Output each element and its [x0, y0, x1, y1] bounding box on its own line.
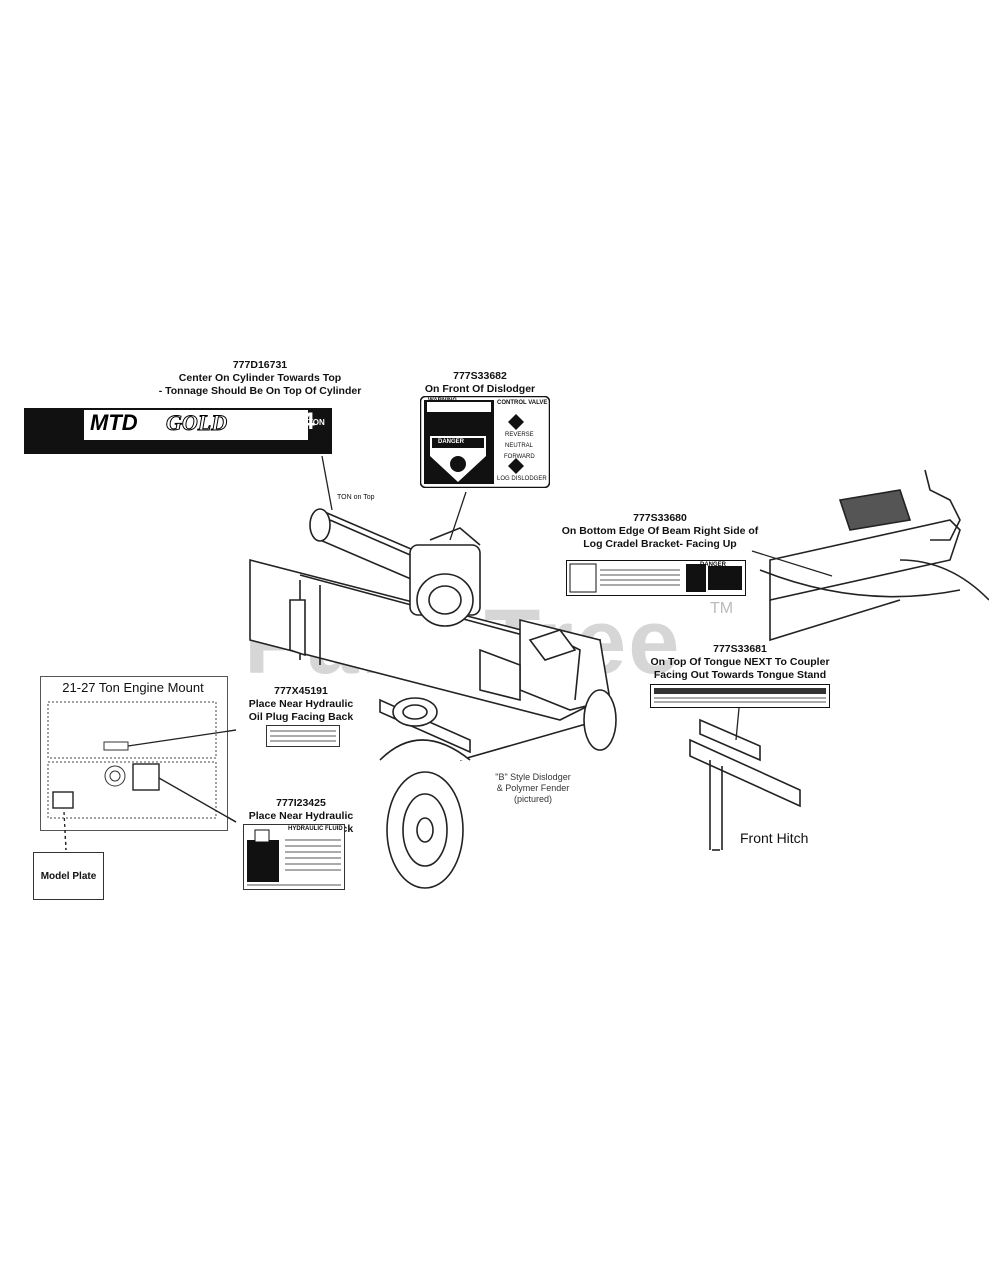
placement-note: Oil Plug Facing Back	[248, 711, 354, 723]
log-dislodger-label: LOG DISLODGER	[497, 476, 547, 482]
mtd-brand-text: MTD	[90, 410, 138, 435]
tongue-decal-callout: 777S33681 On Top Of Tongue NEXT To Coupl…	[630, 643, 850, 682]
hydraulic-small-decal	[266, 725, 340, 747]
part-number: 777S33680	[633, 512, 687, 524]
front-hitch-label: Front Hitch	[740, 830, 809, 846]
mtd-gold-decal	[24, 408, 332, 454]
neutral-label: NEUTRAL	[505, 443, 534, 449]
reverse-label: REVERSE	[505, 432, 534, 438]
beam-danger-label: DANGER	[700, 562, 727, 568]
engine-mount-title: 21-27 Ton Engine Mount	[62, 680, 204, 695]
placement-note: On Front Of Dislodger	[424, 383, 536, 395]
control-valve-label: CONTROL VALVE	[497, 400, 548, 406]
forward-label: FORWARD	[504, 454, 535, 460]
cylinder-ton-note: TON on Top	[337, 494, 375, 501]
part-number: 777X45191	[274, 685, 328, 697]
beam-safety-decal	[566, 560, 746, 596]
placement-note: Facing Out Towards Tongue Stand	[653, 669, 827, 681]
fender-note: "B" Style Dislodger & Polymer Fender (pi…	[495, 772, 571, 804]
trademark-mark: TM	[710, 600, 734, 617]
placement-note: On Top Of Tongue NEXT To Coupler	[650, 656, 830, 668]
part-number: 777D16731	[232, 359, 288, 371]
placement-note: Center On Cylinder Towards Top	[178, 372, 342, 384]
gold-brand-text: GOLD	[165, 410, 228, 436]
engine-mount-detail	[47, 701, 217, 819]
danger-label: DANGER	[438, 439, 465, 445]
part-number: 777I23425	[276, 797, 326, 809]
placement-note: Log Cradel Bracket- Facing Up	[583, 538, 737, 550]
beam-decal-callout: 777S33680 On Bottom Edge Of Beam Right S…	[545, 512, 775, 551]
tongue-decal	[650, 684, 830, 708]
mtd-decal-callout: 777D16731 Center On Cylinder Towards Top…	[110, 359, 410, 398]
placement-note: Place Near Hydraulic	[248, 698, 354, 710]
placement-note: Place Near Hydraulic	[248, 810, 354, 822]
placement-note: On Bottom Edge Of Beam Right Side of	[561, 525, 759, 537]
hydraulic-fluid-label: HYDRAULIC FLUID	[288, 826, 343, 832]
part-number: 777S33682	[453, 370, 507, 382]
tonnage-number: 24	[288, 408, 315, 435]
hydraulic-fluid-decal	[243, 824, 345, 890]
part-number: 777S33681	[713, 643, 767, 655]
dislodger-control-decal	[420, 396, 550, 488]
hydraulic-decal-1-callout: 777X45191 Place Near Hydraulic Oil Plug …	[228, 685, 374, 724]
tonnage-unit: TON	[308, 418, 325, 427]
dislodger-decal-callout: 777S33682 On Front Of Dislodger	[400, 370, 560, 396]
placement-note: - Tonnage Should Be On Top Of Cylinder	[158, 385, 362, 397]
model-plate-box: Model Plate	[33, 852, 104, 900]
warning-label: WARNING	[428, 398, 457, 404]
